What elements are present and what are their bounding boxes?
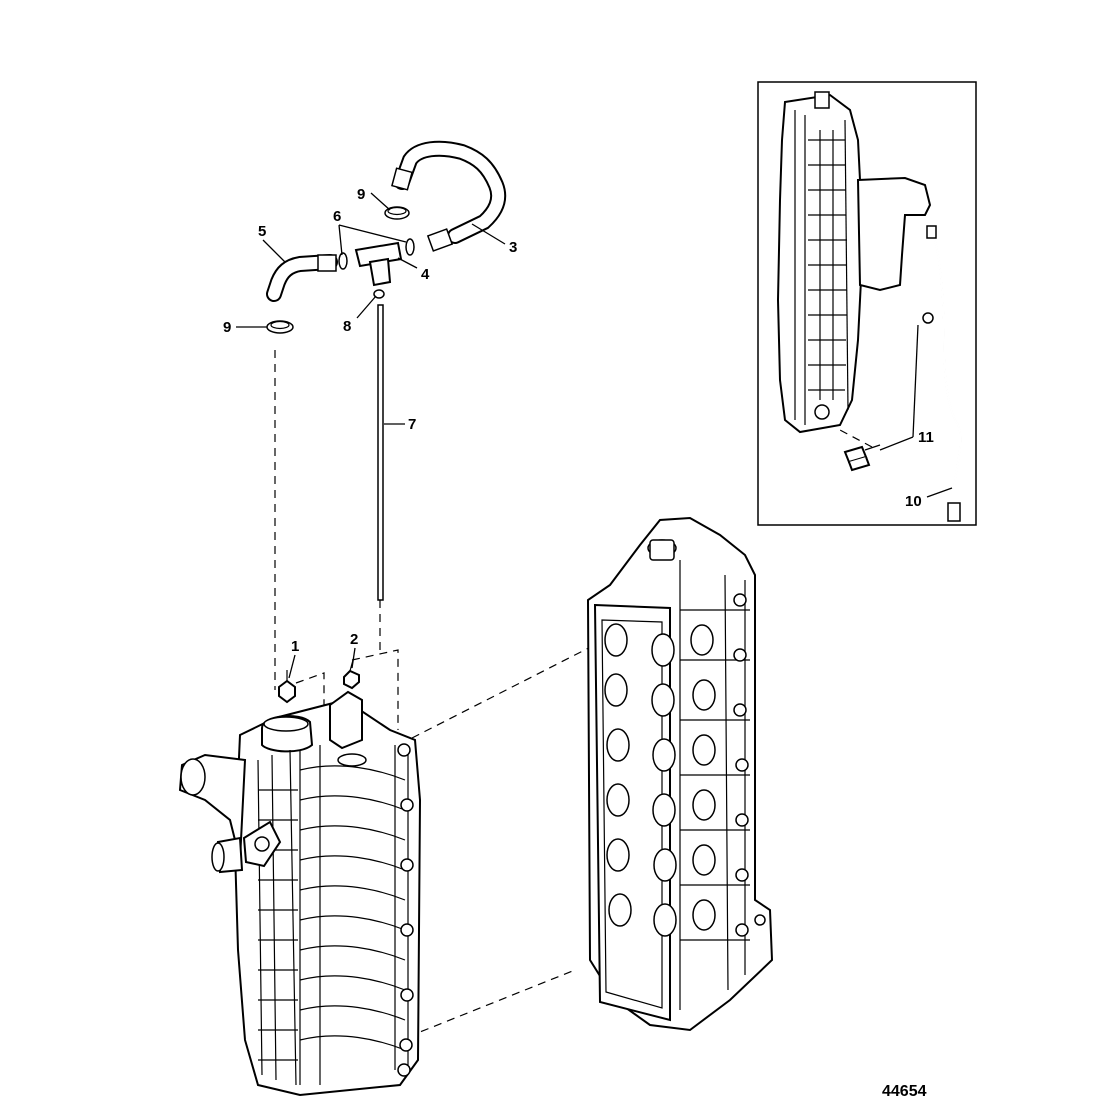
tube-7 [377,304,384,601]
head-bolt-bosses [733,593,766,937]
bolt-2 [343,647,360,690]
inset-manifold [776,91,932,434]
inset-detail [757,81,977,526]
alignment-lines [274,350,621,1043]
bolt-1 [278,654,296,704]
callout-3: 3 [509,239,517,256]
o-ring-6a [338,252,348,270]
fitting-8 [373,289,385,299]
callout-8: 8 [343,318,351,335]
manifold-bosses [397,743,414,1077]
hose-assembly [236,140,507,601]
callout-9-lower: 9 [223,319,231,336]
tee-fitting-4 [354,241,403,299]
head-ribs [679,560,750,1010]
inset-harness [926,225,962,522]
callout-2: 2 [350,631,358,648]
callout-6: 6 [333,208,341,225]
figure-number: 44654 [882,1083,927,1100]
callout-11: 11 [918,429,934,446]
inset-bolt [839,429,881,472]
hose-3 [391,140,507,252]
head-ports [604,623,716,937]
callout-10: 10 [905,493,922,510]
callout-1: 1 [291,638,299,655]
clamp-9-lower [266,320,294,334]
cylinder-head [586,516,774,1032]
hose-5 [266,254,338,302]
callout-7: 7 [408,416,416,433]
callout-9-upper: 9 [357,186,365,203]
o-ring-6b [405,238,415,256]
callout-4: 4 [421,266,430,283]
intake-manifold [178,690,422,1097]
callout-5: 5 [258,223,266,240]
callout-labels: 1 2 3 4 5 6 7 8 9 9 10 11 [223,186,934,655]
